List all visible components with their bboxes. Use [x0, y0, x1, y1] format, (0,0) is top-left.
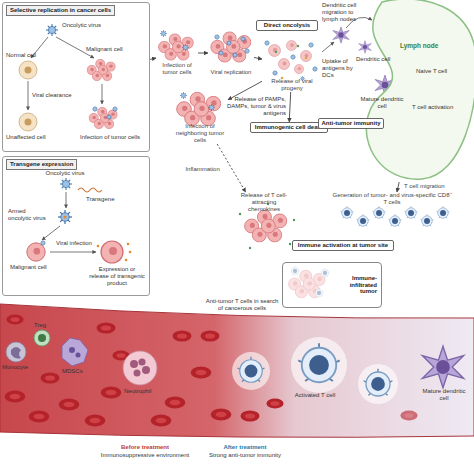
connector-arrow — [254, 58, 262, 60]
annotation-label: Malignant cell — [10, 264, 60, 271]
node-text: Immune-infiltrated tumor — [333, 275, 377, 296]
edge-label: T cell migration — [404, 183, 445, 190]
annotation-label: Expression or release of transgenic prod… — [88, 266, 146, 287]
annotation-label: Viral infection — [54, 240, 94, 247]
annotation-label: Mature dendritic cell — [418, 388, 470, 402]
node-text: Infection of neighboring tumor cells — [172, 123, 228, 144]
annotation-label: Transgene — [86, 196, 126, 203]
stage-tag: Immune activation at tumor site — [292, 240, 394, 251]
connector-arrow — [289, 92, 290, 122]
node-text: Immune activation at tumor site — [298, 242, 388, 249]
edge-label: Inflammation — [185, 166, 219, 173]
node-text: Viral replication — [211, 69, 252, 76]
annotation-label: Treg — [34, 322, 54, 329]
result-box: Immune-infiltrated tumor — [282, 262, 382, 308]
annotation-label: Dendritic cell — [356, 56, 392, 63]
annotation-label: Anti-tumor T cells in search of cancerou… — [204, 298, 280, 312]
annotation-label: Infection of tumor cells — [72, 134, 148, 141]
node-text: Anti-tumor immunity — [322, 120, 381, 127]
connector-arrow — [198, 53, 208, 54]
annotation-label: Dendritic cell migration to lymph nodes — [322, 2, 368, 23]
node-text: Generation of tumor- and virus-specific … — [330, 192, 454, 206]
lymph-node: Lymph node — [362, 0, 474, 182]
annotation-label: Naive T cell — [416, 68, 456, 75]
lymph-node-outline — [362, 0, 474, 182]
connector-arrow — [150, 58, 156, 59]
node-text: Direct oncolysis — [264, 22, 310, 29]
node-text: Transgene expression — [6, 159, 77, 170]
stage-tag: Direct oncolysis — [256, 20, 318, 31]
node-text: Selective replication in cancer cells — [6, 5, 115, 16]
tumor-cells: Release of T cell-attracting chemokines — [236, 192, 292, 254]
annotation-label: Unaffected cell — [6, 134, 56, 141]
annotation-label: Monocyte — [2, 364, 32, 371]
annotation-label: Neutrophil — [124, 388, 164, 395]
stage-tag: Anti-tumor immunity — [318, 118, 384, 129]
node-text: Immunogenic cell death — [255, 124, 323, 131]
lysed-tumor: Release of viral progeny — [262, 38, 322, 92]
tumor-cells: Infection of neighboring tumor cells — [172, 86, 228, 144]
annotation-label: Immunosuppressive environment — [96, 452, 194, 459]
tumor-cells: Viral replication — [208, 30, 254, 76]
node-text: Lymph node — [400, 42, 438, 49]
immune-cells — [6, 330, 464, 404]
connector-arrow — [397, 182, 399, 192]
tumor-cells: Infection of tumor cells — [156, 30, 198, 76]
annotation-label: Viral clearance — [32, 92, 72, 99]
annotation-label: Release of PAMPs, DAMPs, tumor & virus a… — [222, 96, 286, 117]
annotation-label: Armed oncolytic virus — [8, 208, 50, 222]
selective-replication-art — [19, 24, 118, 131]
node-text: Infection of tumor cells — [156, 62, 198, 76]
t-cell-group: Generation of tumor- and virus-specific … — [330, 192, 454, 236]
annotation-label: MDSCs — [62, 368, 92, 375]
stage-tag: Immunogenic cell death — [250, 122, 328, 133]
annotation-label: Oncolytic virus — [40, 170, 90, 177]
annotation-label: Mature dendritic cell — [360, 96, 404, 110]
annotation-label: After treatment — [200, 444, 290, 451]
annotation-label: Before treatment — [100, 444, 190, 451]
node-text: Release of viral progeny — [262, 78, 322, 92]
node-text: Release of T cell-attracting chemokines — [236, 192, 292, 213]
connector-arrow — [217, 144, 245, 192]
annotation-label: Malignant cell — [86, 46, 136, 53]
annotation-label: T cell activation — [412, 104, 460, 111]
annotation-label: Activated T cell — [290, 392, 340, 399]
annotation-label: Oncolytic virus — [62, 22, 112, 29]
annotation-label: Uptake of antigens by DCs — [322, 58, 356, 79]
blood-vessel — [0, 304, 474, 437]
annotation-label: Strong anti-tumor immunity — [200, 452, 290, 459]
annotation-label: Normal cell — [6, 52, 46, 59]
